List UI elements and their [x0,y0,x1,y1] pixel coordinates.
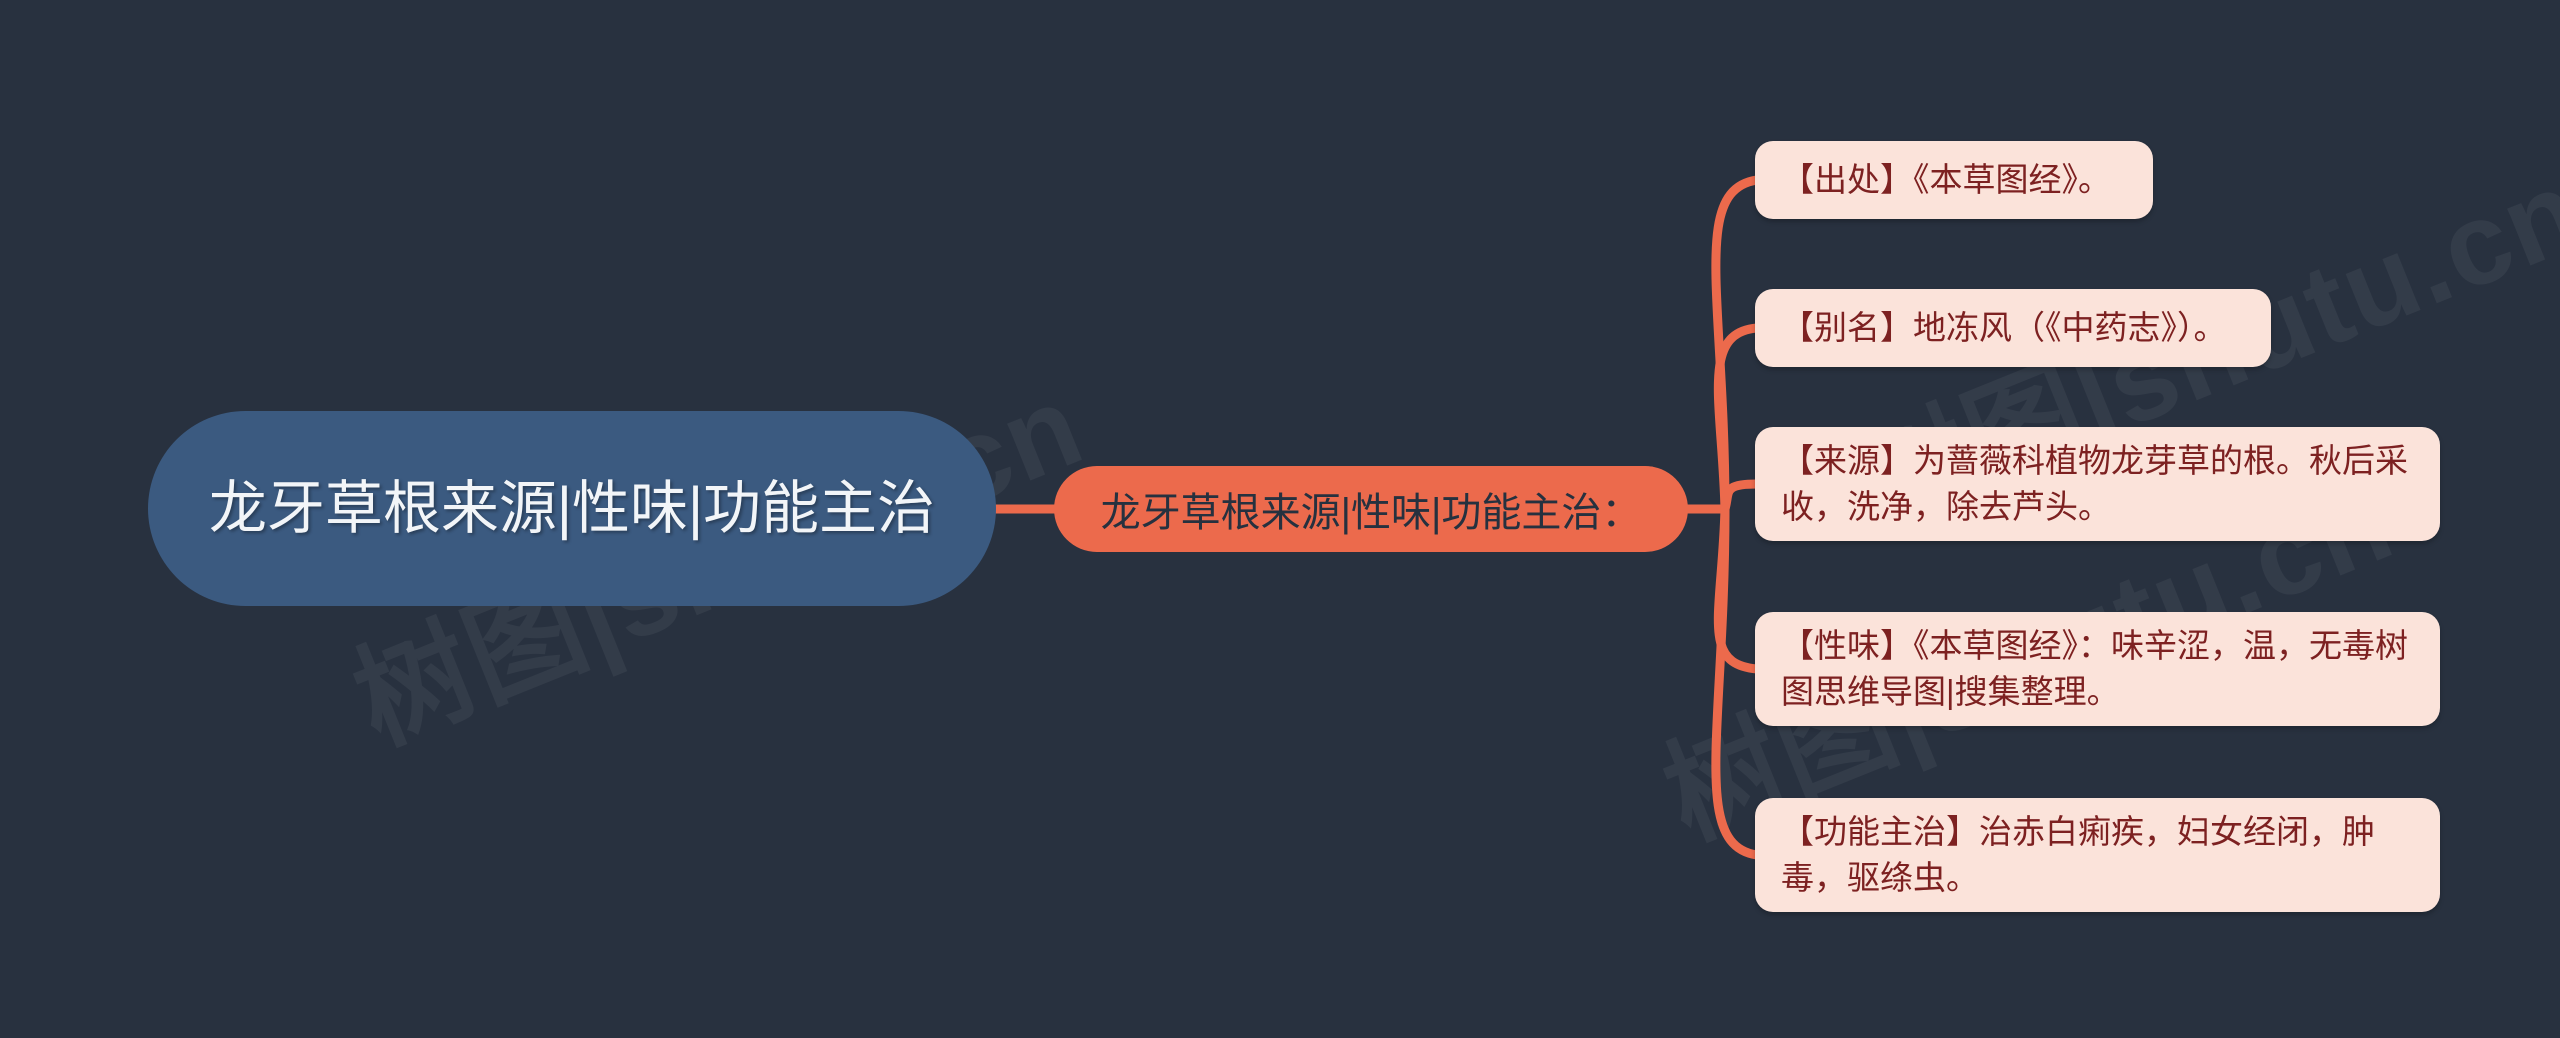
link-to-leaf-3 [1720,479,1762,514]
root-node-label: 龙牙草根来源|性味|功能主治 [208,475,936,541]
leaf-node-label: 【功能主治】治赤白痢疾，妇女经闭，肿毒，驱绦虫。 [1781,813,2375,896]
leaf-node-nature-flavor[interactable]: 【性味】《本草图经》：味辛涩，温，无毒树图思维导图|搜集整理。 [1755,612,2440,726]
branch-node[interactable]: 龙牙草根来源|性味|功能主治： [1054,466,1688,552]
branch-node-label: 龙牙草根来源|性味|功能主治： [1100,491,1642,535]
leaf-node-source-ref[interactable]: 【出处】《本草图经》。 [1755,141,2153,219]
link-to-leaf-1 [1711,175,1762,514]
leaf-node-label: 【别名】地冻风（《中药志》）。 [1781,309,2227,347]
link-to-leaf-5 [1711,504,1762,860]
leaf-node-indications[interactable]: 【功能主治】治赤白痢疾，妇女经闭，肿毒，驱绦虫。 [1755,798,2440,912]
leaf-node-label: 【出处】《本草图经》。 [1781,161,2111,199]
leaf-node-alias[interactable]: 【别名】地冻风（《中药志》）。 [1755,289,2271,367]
leaf-node-label: 【性味】《本草图经》：味辛涩，温，无毒树图思维导图|搜集整理。 [1781,627,2408,710]
link-to-leaf-2 [1713,323,1762,514]
leaf-node-label: 【来源】为蔷薇科植物龙芽草的根。秋后采收，洗净，除去芦头。 [1781,442,2408,525]
leaf-node-origin[interactable]: 【来源】为蔷薇科植物龙芽草的根。秋后采收，洗净，除去芦头。 [1755,427,2440,541]
link-to-leaf-4 [1713,504,1762,674]
root-node[interactable]: 龙牙草根来源|性味|功能主治 [148,411,996,606]
